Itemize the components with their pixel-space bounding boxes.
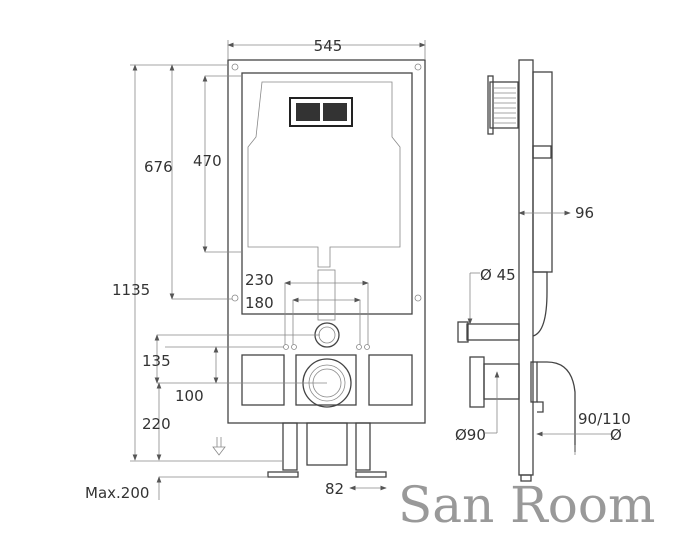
offset-135-label: 135 bbox=[142, 352, 171, 370]
foot-82-label: 82 bbox=[325, 480, 344, 498]
front-view bbox=[212, 59, 426, 478]
drain-diameter-label: Ø90 bbox=[455, 426, 486, 444]
outlet-diameter-symbol: Ø bbox=[610, 426, 622, 444]
offset-100-label: 100 bbox=[175, 387, 204, 405]
cistern bbox=[247, 81, 401, 268]
height-1135-label: 1135 bbox=[112, 281, 150, 299]
height-676-label: 676 bbox=[144, 158, 173, 176]
max-200-label: Max.200 bbox=[85, 484, 149, 502]
cistern-panel bbox=[241, 72, 413, 315]
width-545-label: 545 bbox=[314, 37, 343, 55]
left-leg bbox=[282, 422, 298, 471]
inlet-diameter-label: Ø 45 bbox=[480, 266, 516, 284]
height-220-label: 220 bbox=[142, 415, 171, 433]
watermark: San Room bbox=[398, 476, 655, 534]
frame-side bbox=[518, 59, 534, 476]
floor-level-icon bbox=[212, 437, 226, 456]
side-view bbox=[457, 59, 612, 482]
right-foot bbox=[355, 471, 387, 478]
cistern-side bbox=[532, 71, 553, 273]
drain-flange-side bbox=[469, 356, 485, 408]
flush-button-right bbox=[323, 103, 347, 121]
outlet-size-label: 90/110 bbox=[578, 410, 631, 428]
dimension-lines bbox=[130, 40, 426, 500]
left-foot bbox=[267, 471, 299, 478]
inlet-pipe-side bbox=[466, 323, 520, 341]
spacing-230-label: 230 bbox=[245, 271, 274, 289]
right-leg bbox=[355, 422, 371, 471]
height-470-label: 470 bbox=[193, 152, 222, 170]
depth-96-label: 96 bbox=[575, 204, 594, 222]
flush-button-side bbox=[489, 81, 519, 129]
flush-button-left bbox=[296, 103, 320, 121]
spacing-180-label: 180 bbox=[245, 294, 274, 312]
